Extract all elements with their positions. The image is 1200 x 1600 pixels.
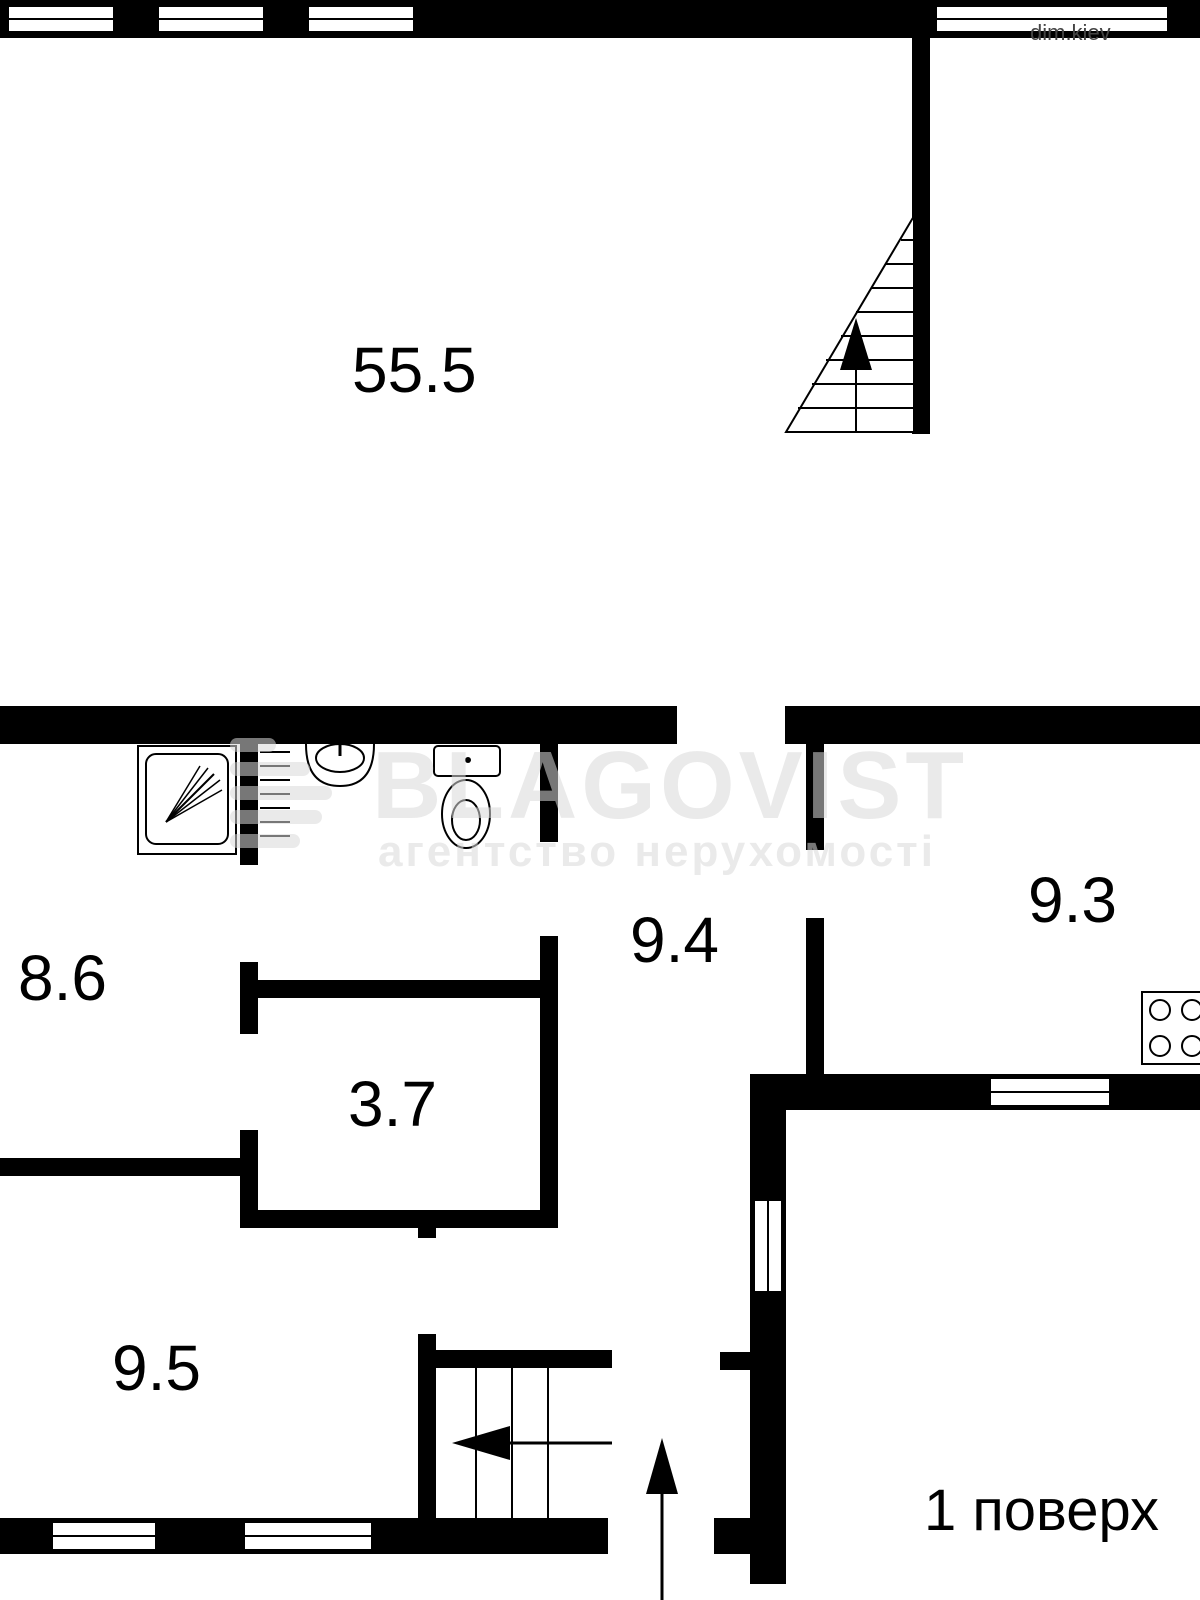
wall-stair-top [420, 1350, 612, 1368]
wall-middle-right [785, 706, 1200, 744]
watermark-tagline: агентство нерухомості [378, 827, 936, 876]
wall-stair-left [418, 1334, 436, 1534]
wall-storage-left-upper [240, 962, 258, 1034]
wall-storage-top [242, 980, 542, 998]
watermark: BLAGOVIST агентство нерухомості dim.kiev [230, 20, 1111, 876]
stair-left-arrow-icon [452, 1426, 612, 1460]
room-area-kitchen: 9.3 [1028, 864, 1117, 936]
room-area-entry: 9.5 [112, 1332, 201, 1404]
watermark-site: dim.kiev [1030, 20, 1111, 45]
wall-storage-bottom [240, 1210, 558, 1228]
window [989, 1077, 1111, 1107]
room-area-corridor: 9.4 [630, 904, 719, 976]
room-area-bath: 8.6 [18, 942, 107, 1014]
windows [7, 5, 1169, 1551]
room-area-storage: 3.7 [348, 1068, 437, 1140]
wall-entry-bottom-right [714, 1518, 786, 1554]
room-area-hall: 55.5 [352, 334, 477, 406]
staircase-upper-icon [784, 212, 915, 433]
wall-jamb-2 [806, 740, 824, 850]
shower-tray-icon [137, 745, 237, 855]
wall-middle-left [0, 706, 677, 744]
window [51, 1521, 157, 1551]
window [157, 5, 265, 33]
wall-storage-right [540, 936, 558, 1228]
wall-storage-left-lower [240, 1130, 258, 1227]
wall-entry-right [750, 1074, 786, 1584]
wall-jamb-1 [540, 740, 558, 842]
window [753, 1199, 783, 1293]
entrance-arrow-icon [646, 1438, 678, 1600]
watermark-brand: BLAGOVIST [372, 732, 968, 839]
wall-bath-bottom [0, 1158, 250, 1176]
stair-up-arrow-icon [840, 318, 872, 370]
window [935, 5, 1169, 33]
wall-stair-partition [912, 30, 930, 434]
window [7, 5, 115, 33]
window [307, 5, 415, 33]
floor-label: 1 поверх [924, 1478, 1159, 1543]
wall-entry-stub [720, 1352, 752, 1370]
wall-storage-stub [418, 1224, 436, 1238]
toilet-icon [433, 745, 501, 849]
wall-jamb-3 [806, 918, 824, 1078]
window [243, 1521, 373, 1551]
sink-icon [305, 743, 375, 788]
watermark-logo-icon [230, 738, 332, 848]
stove-icon [1141, 991, 1200, 1065]
wall-kitchen-bottom [750, 1074, 1200, 1110]
